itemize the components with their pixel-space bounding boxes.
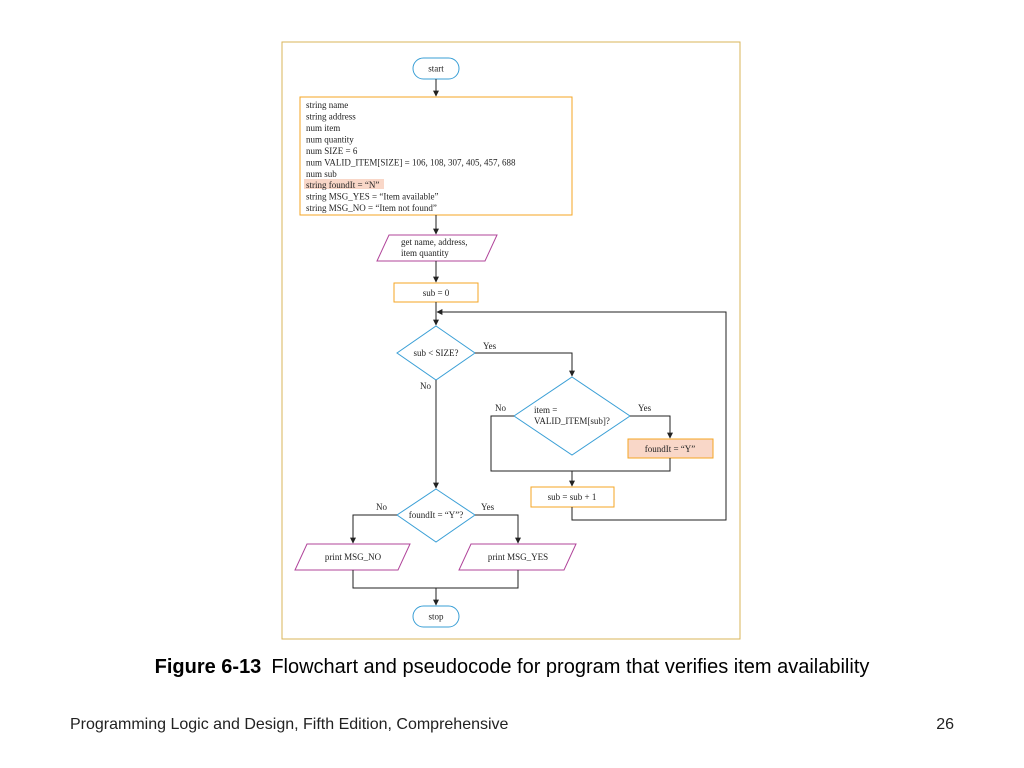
declaration-line: num quantity	[306, 135, 354, 145]
match-decision-line-2: VALID_ITEM[sub]?	[534, 416, 610, 426]
declaration-line: string address	[306, 112, 356, 122]
figure-label: Figure 6-13	[154, 656, 262, 678]
footer-book-title: Programming Logic and Design, Fifth Edit…	[70, 716, 509, 733]
print-no-parallelogram: print MSG_NO	[294, 543, 411, 571]
line-print-yes-join	[436, 570, 519, 589]
line-set-found-join	[572, 458, 671, 472]
declaration-line: num item	[306, 123, 340, 133]
declaration-line: num SIZE = 6	[306, 146, 358, 156]
input-parallelogram: get name, address, item quantity	[376, 234, 498, 262]
found-no-label: No	[376, 502, 387, 512]
declaration-line: string foundIt = “N”	[306, 180, 379, 190]
line-match-no	[490, 415, 572, 472]
connectors	[350, 79, 727, 606]
set-found-process: foundIt = “Y”	[627, 438, 714, 459]
found-decision-label: foundIt = “Y”?	[409, 510, 464, 520]
stop-label: stop	[428, 612, 444, 622]
init-process: sub = 0	[393, 282, 479, 303]
match-decision: item = VALID_ITEM[sub]?	[513, 376, 631, 456]
line-print-no-join	[352, 570, 436, 589]
match-yes-label: Yes	[638, 403, 652, 413]
print-yes-parallelogram: print MSG_YES	[458, 543, 577, 571]
declaration-line: string MSG_NO = “Item not found”	[306, 203, 437, 213]
match-no-label: No	[495, 403, 506, 413]
figure-caption: Figure 6-13 Flowchart and pseudocode for …	[0, 656, 1024, 679]
page-number: 26	[936, 716, 954, 733]
declaration-line: string MSG_YES = “Item available”	[306, 192, 439, 202]
figure-caption-text: Flowchart and pseudocode for program tha…	[271, 656, 870, 678]
print-no-label: print MSG_NO	[325, 552, 382, 562]
print-yes-label: print MSG_YES	[488, 552, 548, 562]
input-line-1: get name, address,	[401, 237, 467, 247]
increment-process: sub = sub + 1	[530, 486, 615, 508]
declaration-line: string name	[306, 100, 348, 110]
declaration-line: num sub	[306, 169, 337, 179]
loop-no-label: No	[420, 381, 431, 391]
arrow-loop-back	[436, 309, 727, 521]
start-terminal: start	[412, 57, 460, 80]
arrow-loop-yes	[475, 352, 575, 377]
loop-decision-label: sub < SIZE?	[413, 348, 458, 358]
set-found-label: foundIt = “Y”	[645, 444, 696, 454]
arrow-match-yes	[630, 415, 673, 439]
stop-terminal: stop	[412, 605, 460, 628]
declarations-box: string name string address num item num …	[299, 96, 573, 216]
init-label: sub = 0	[423, 288, 450, 298]
arrow-found-no	[350, 514, 397, 544]
arrow-found-yes	[475, 514, 521, 544]
increment-label: sub = sub + 1	[548, 492, 597, 502]
match-decision-line-1: item =	[534, 405, 557, 415]
declaration-line: num VALID_ITEM[SIZE] = 106, 108, 307, 40…	[306, 158, 516, 168]
start-label: start	[428, 64, 444, 74]
found-yes-label: Yes	[481, 502, 495, 512]
loop-yes-label: Yes	[483, 341, 497, 351]
input-line-2: item quantity	[401, 248, 449, 258]
found-decision: foundIt = “Y”?	[396, 488, 476, 543]
found-it-highlight	[304, 179, 384, 189]
